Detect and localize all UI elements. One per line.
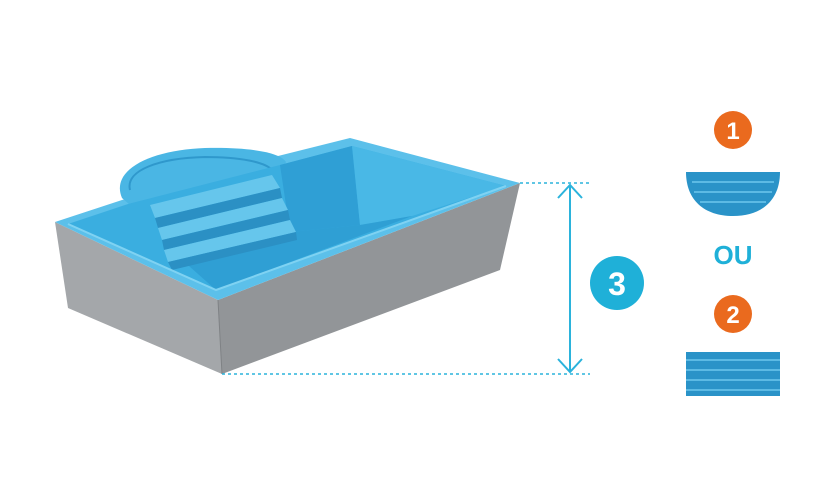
badge-two: 2: [714, 295, 752, 333]
square-step-icon: [686, 352, 780, 396]
badge-two-circle: [714, 295, 752, 333]
pool-steps: [150, 175, 297, 270]
height-arrow-icon: [222, 182, 590, 375]
badge-one: 1: [714, 111, 752, 149]
rounded-step-icon: [686, 172, 780, 216]
badge-one-label: 1: [726, 118, 739, 145]
badge-three-circle: [590, 256, 644, 310]
badge-one-circle: [714, 111, 752, 149]
badge-two-label: 2: [726, 302, 739, 329]
badge-three-label: 3: [608, 266, 626, 302]
pool-front-wall: [218, 183, 520, 374]
pool-left-wall: [55, 222, 222, 374]
separator-ou: OU: [714, 240, 753, 270]
badge-three: 3: [590, 256, 644, 310]
pool-illustration-icon: [55, 138, 520, 375]
